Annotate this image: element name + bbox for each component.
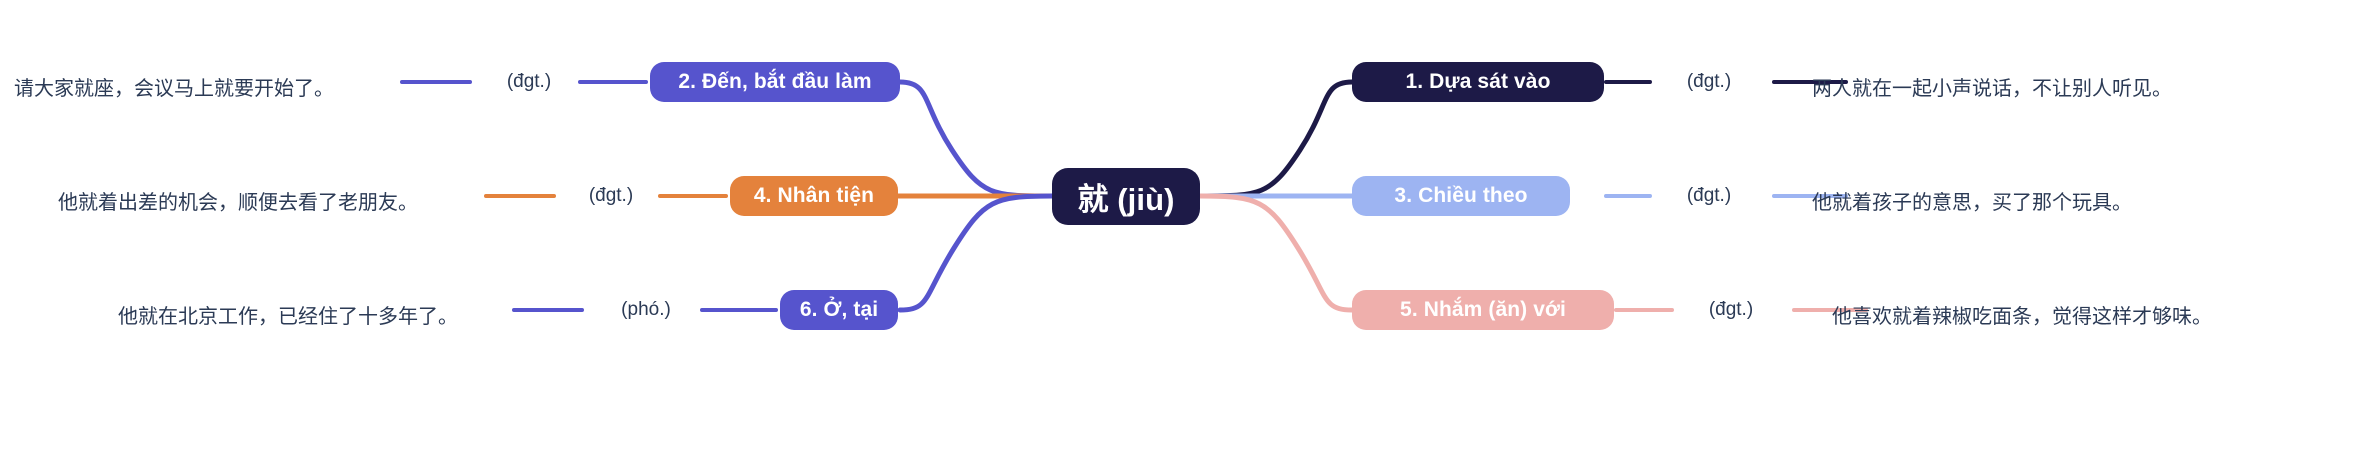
branch-node-6[interactable]: 6. Ở, tại bbox=[780, 290, 898, 330]
stub-node-5-outer bbox=[1792, 308, 1868, 312]
branch-node-2[interactable]: 2. Đến, bắt đầu làm bbox=[650, 62, 900, 102]
example-sentence-1: 两人就在一起小声说话，不让别人听见。 bbox=[1812, 76, 2172, 100]
stub-node-5-inner bbox=[1614, 308, 1674, 312]
edge-center-to-node-1 bbox=[1197, 79, 1355, 199]
example-sentence-4: 他就着出差的机会，顺便去看了老朋友。 bbox=[58, 190, 418, 214]
example-sentence-6: 他就在北京工作，已经住了十多年了。 bbox=[118, 304, 458, 328]
stub-node-4-inner bbox=[658, 194, 728, 198]
stub-node-6-inner bbox=[700, 308, 778, 312]
branch-node-2-label: 2. Đến, bắt đầu làm bbox=[678, 70, 872, 93]
center-node[interactable]: 就 (jiù) bbox=[1052, 168, 1200, 225]
stub-node-2-inner bbox=[578, 80, 648, 84]
stub-node-2-outer bbox=[400, 80, 472, 84]
branch-node-3[interactable]: 3. Chiều theo bbox=[1352, 176, 1570, 216]
stub-node-6-outer bbox=[512, 308, 584, 312]
stub-node-1-outer bbox=[1772, 80, 1848, 84]
stub-node-3-outer bbox=[1772, 194, 1848, 198]
pos-label-2: (đgt.) bbox=[506, 71, 552, 92]
branch-node-3-label: 3. Chiều theo bbox=[1394, 184, 1528, 207]
branch-node-1-label: 1. Dựa sát vào bbox=[1405, 70, 1551, 93]
center-node-label: 就 (jiù) bbox=[1077, 182, 1175, 217]
stub-node-4-outer bbox=[484, 194, 556, 198]
pos-label-4: (đgt.) bbox=[588, 185, 634, 206]
edge-center-to-node-2 bbox=[897, 79, 1055, 199]
edge-center-to-node-5 bbox=[1197, 193, 1355, 313]
stub-node-1-inner bbox=[1604, 80, 1652, 84]
edge-center-to-node-6 bbox=[897, 193, 1055, 313]
pos-label-1: (đgt.) bbox=[1686, 71, 1732, 92]
pos-label-3: (đgt.) bbox=[1686, 185, 1732, 206]
branch-node-4[interactable]: 4. Nhân tiện bbox=[730, 176, 898, 216]
example-sentence-3: 他就着孩子的意思，买了那个玩具。 bbox=[1812, 190, 2132, 214]
branch-node-4-label: 4. Nhân tiện bbox=[753, 184, 875, 207]
branch-node-5[interactable]: 5. Nhắm (ăn) với bbox=[1352, 290, 1614, 330]
example-sentence-5: 他喜欢就着辣椒吃面条，觉得这样才够味。 bbox=[1832, 304, 2212, 328]
pos-label-5: (đgt.) bbox=[1708, 299, 1754, 320]
stub-node-3-inner bbox=[1604, 194, 1652, 198]
example-sentence-2: 请大家就座，会议马上就要开始了。 bbox=[14, 76, 334, 100]
branch-node-5-label: 5. Nhắm (ăn) với bbox=[1400, 298, 1566, 321]
pos-label-6: (phó.) bbox=[621, 299, 671, 320]
branch-node-1[interactable]: 1. Dựa sát vào bbox=[1352, 62, 1604, 102]
branch-node-6-label: 6. Ở, tại bbox=[799, 298, 879, 321]
